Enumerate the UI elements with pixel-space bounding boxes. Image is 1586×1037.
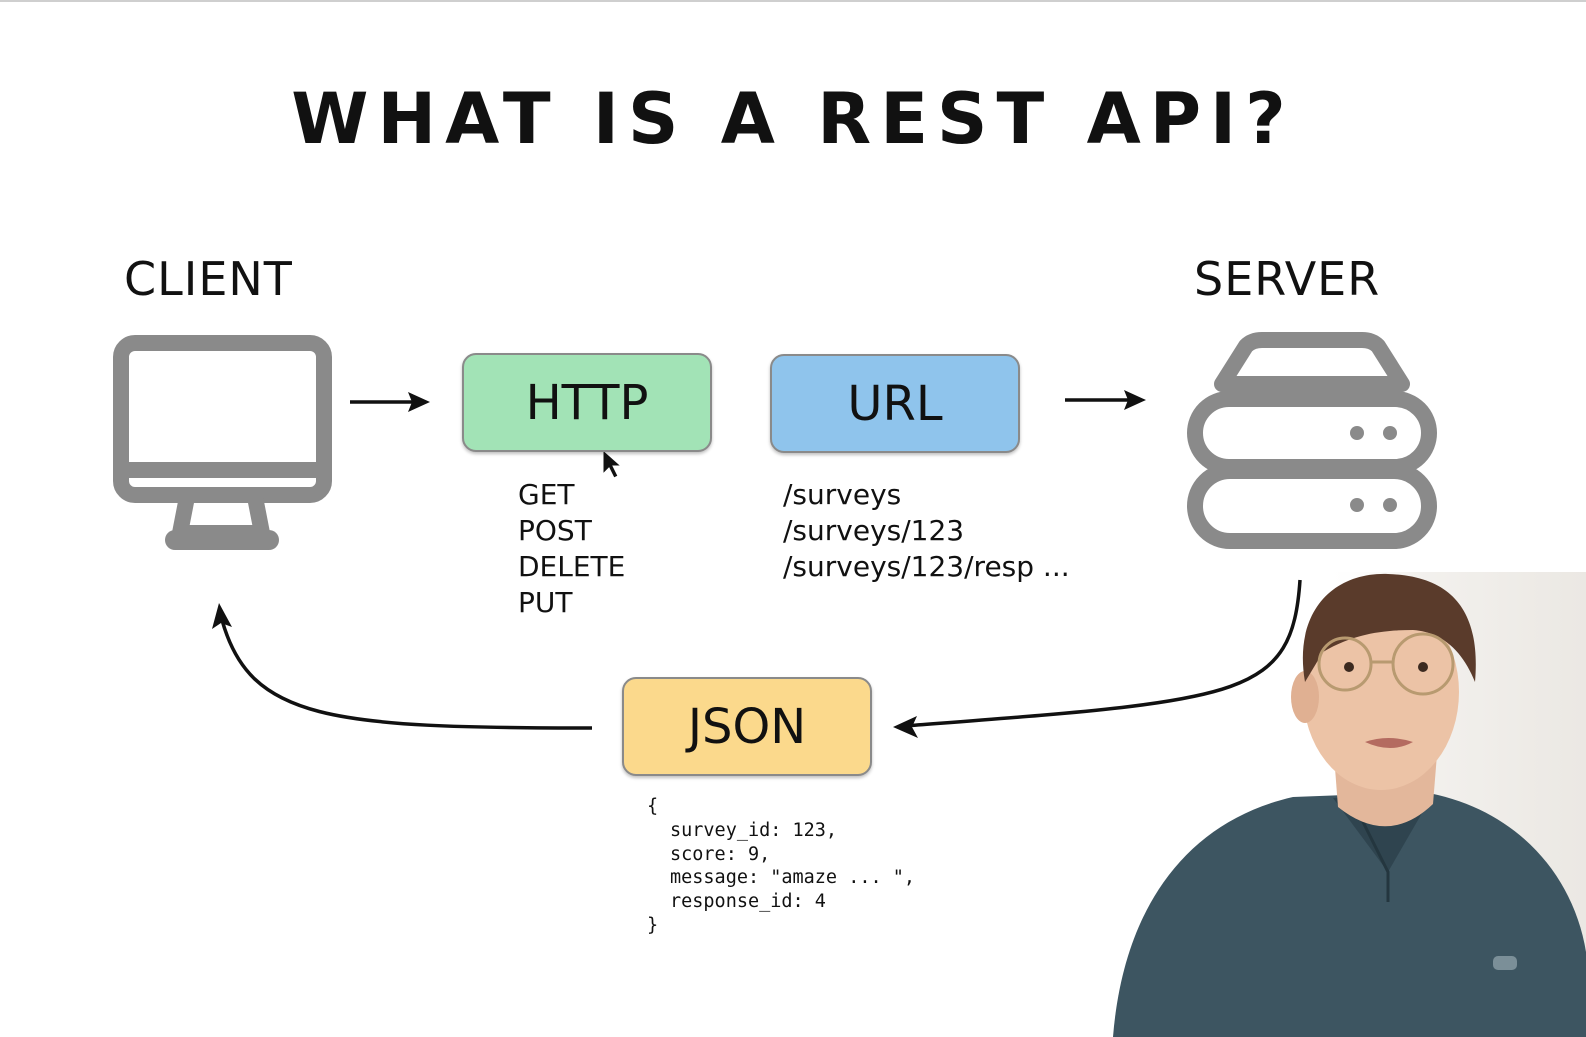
- url-path: /surveys/123/resp ...: [783, 550, 1070, 583]
- slide-title: WHAT IS A REST API?: [291, 78, 1295, 160]
- json-line: survey_id: 123,: [670, 819, 838, 841]
- mouse-cursor-icon: [602, 448, 623, 479]
- http-method: GET: [518, 478, 575, 511]
- top-border: [0, 0, 1586, 2]
- arrow-json-to-client: [212, 603, 593, 730]
- http-label: HTTP: [525, 374, 649, 431]
- json-code-block: { survey_id: 123,score: 9,message: "amaze…: [647, 795, 915, 938]
- http-box: HTTP: [462, 353, 712, 452]
- json-label: JSON: [687, 698, 807, 755]
- url-box: URL: [770, 354, 1020, 453]
- url-path: /surveys: [783, 478, 902, 511]
- arrow-url-to-server: [1065, 390, 1146, 410]
- http-method: POST: [518, 514, 592, 547]
- json-line: score: 9,: [670, 843, 771, 865]
- json-line: message: "amaze ... ",: [670, 867, 916, 889]
- http-method: PUT: [518, 586, 573, 619]
- json-box: JSON: [622, 677, 872, 776]
- http-methods-list: GET POST DELETE PUT: [518, 477, 625, 621]
- json-brace-close: }: [647, 914, 659, 936]
- arrow-client-to-http: [350, 392, 430, 412]
- url-path: /surveys/123: [783, 514, 965, 547]
- url-label: URL: [847, 375, 943, 432]
- server-label: SERVER: [1194, 252, 1381, 306]
- monitor-icon: [113, 335, 332, 550]
- json-brace-open: {: [647, 796, 659, 817]
- presenter-webcam: [993, 572, 1586, 1037]
- client-label: CLIENT: [124, 252, 293, 306]
- server-stack-icon: [1187, 332, 1437, 549]
- json-line: response_id: 4: [670, 891, 826, 913]
- url-paths-list: /surveys /surveys/123 /surveys/123/resp …: [783, 477, 1070, 585]
- http-method: DELETE: [518, 550, 626, 583]
- presenter-figure: [1113, 572, 1586, 1037]
